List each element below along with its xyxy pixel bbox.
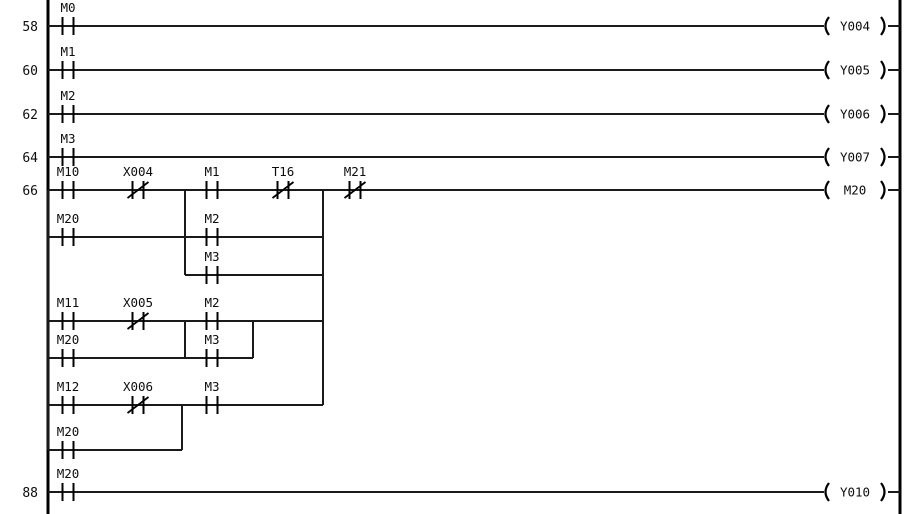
contact-label: M3 <box>60 131 75 146</box>
contact-label: M3 <box>204 332 219 347</box>
contact-label: M21 <box>344 164 367 179</box>
contact-m20[interactable]: M20 <box>57 466 80 501</box>
contact-label: M2 <box>60 88 75 103</box>
contact-label: M2 <box>204 295 219 310</box>
contact-x004[interactable]: X004 <box>123 164 153 199</box>
contact-nc-slash <box>126 312 150 330</box>
contact-nc-slash <box>271 181 295 199</box>
contact-label: M20 <box>57 424 80 439</box>
contact-label: M2 <box>204 211 219 226</box>
contact-m21[interactable]: M21 <box>344 164 367 199</box>
coil-label: Y010 <box>840 485 870 500</box>
contact-m20[interactable]: M20 <box>57 332 80 367</box>
coil-arc-left <box>824 16 830 36</box>
coil-arc-left <box>824 60 830 80</box>
contact-t16[interactable]: T16 <box>272 164 295 199</box>
contact-m2[interactable]: M2 <box>204 211 220 246</box>
coil-arc-right <box>880 482 886 502</box>
contact-m3[interactable]: M3 <box>60 131 76 166</box>
contact-label: M1 <box>204 164 219 179</box>
contact-m10[interactable]: M10 <box>57 164 80 199</box>
contact-label: X004 <box>123 164 153 179</box>
contact-label: M3 <box>204 249 219 264</box>
coil-m20[interactable]: M20 <box>824 180 901 200</box>
step-number-60: 60 <box>22 64 38 79</box>
contact-nc-slash <box>126 181 150 199</box>
coil-arc-right <box>880 60 886 80</box>
contact-m3[interactable]: M3 <box>204 332 220 367</box>
coil-arc-left <box>824 482 830 502</box>
contact-label: M20 <box>57 466 80 481</box>
contact-m20[interactable]: M20 <box>57 424 80 459</box>
contact-label: M12 <box>57 379 80 394</box>
step-numbers: 58 60 62 64 66 88 <box>22 20 38 501</box>
contact-m12[interactable]: M12 <box>57 379 80 414</box>
step-number-88: 88 <box>22 486 38 501</box>
contact-label: M11 <box>57 295 80 310</box>
contact-label: T16 <box>272 164 295 179</box>
coil-label: Y006 <box>840 107 870 122</box>
coil-y010[interactable]: Y010 <box>824 482 901 502</box>
contact-m20[interactable]: M20 <box>57 211 80 246</box>
step-number-66: 66 <box>22 184 38 199</box>
contact-label: M1 <box>60 44 75 59</box>
coil-label: Y004 <box>840 19 870 34</box>
contact-m3[interactable]: M3 <box>204 379 220 414</box>
contact-m3[interactable]: M3 <box>204 249 220 284</box>
contact-label: X006 <box>123 379 153 394</box>
coil-arc-right <box>880 16 886 36</box>
coil-y006[interactable]: Y006 <box>824 104 901 124</box>
coil-arc-left <box>824 104 830 124</box>
contact-m1[interactable]: M1 <box>60 44 76 79</box>
coil-arc-right <box>880 147 886 167</box>
contact-label: M20 <box>57 211 80 226</box>
coil-y007[interactable]: Y007 <box>824 147 901 167</box>
contact-m1[interactable]: M1 <box>204 164 220 199</box>
step-number-58: 58 <box>22 20 38 35</box>
step-number-62: 62 <box>22 108 38 123</box>
contact-label: M20 <box>57 332 80 347</box>
contact-x006[interactable]: X006 <box>123 379 153 414</box>
contact-m2[interactable]: M2 <box>60 88 76 123</box>
coil-arc-left <box>824 180 830 200</box>
contact-nc-slash <box>343 181 367 199</box>
coil-y004[interactable]: Y004 <box>824 16 901 36</box>
coil-label: Y005 <box>840 63 870 78</box>
contact-label: M0 <box>60 0 75 15</box>
coil-arc-left <box>824 147 830 167</box>
contact-nc-slash <box>126 396 150 414</box>
coil-label: Y007 <box>840 150 870 165</box>
contact-label: M10 <box>57 164 80 179</box>
coil-arc-right <box>880 104 886 124</box>
power-rails <box>46 0 902 514</box>
contact-label: M3 <box>204 379 219 394</box>
coil-label: M20 <box>844 183 867 198</box>
coil-y005[interactable]: Y005 <box>824 60 901 80</box>
contact-label: X005 <box>123 295 153 310</box>
step-number-64: 64 <box>22 151 38 166</box>
contact-m11[interactable]: M11 <box>57 295 80 330</box>
contact-m0[interactable]: M0 <box>60 0 76 35</box>
contact-x005[interactable]: X005 <box>123 295 153 330</box>
rung-wires <box>47 25 824 493</box>
coil-arc-right <box>880 180 886 200</box>
contact-m2[interactable]: M2 <box>204 295 220 330</box>
